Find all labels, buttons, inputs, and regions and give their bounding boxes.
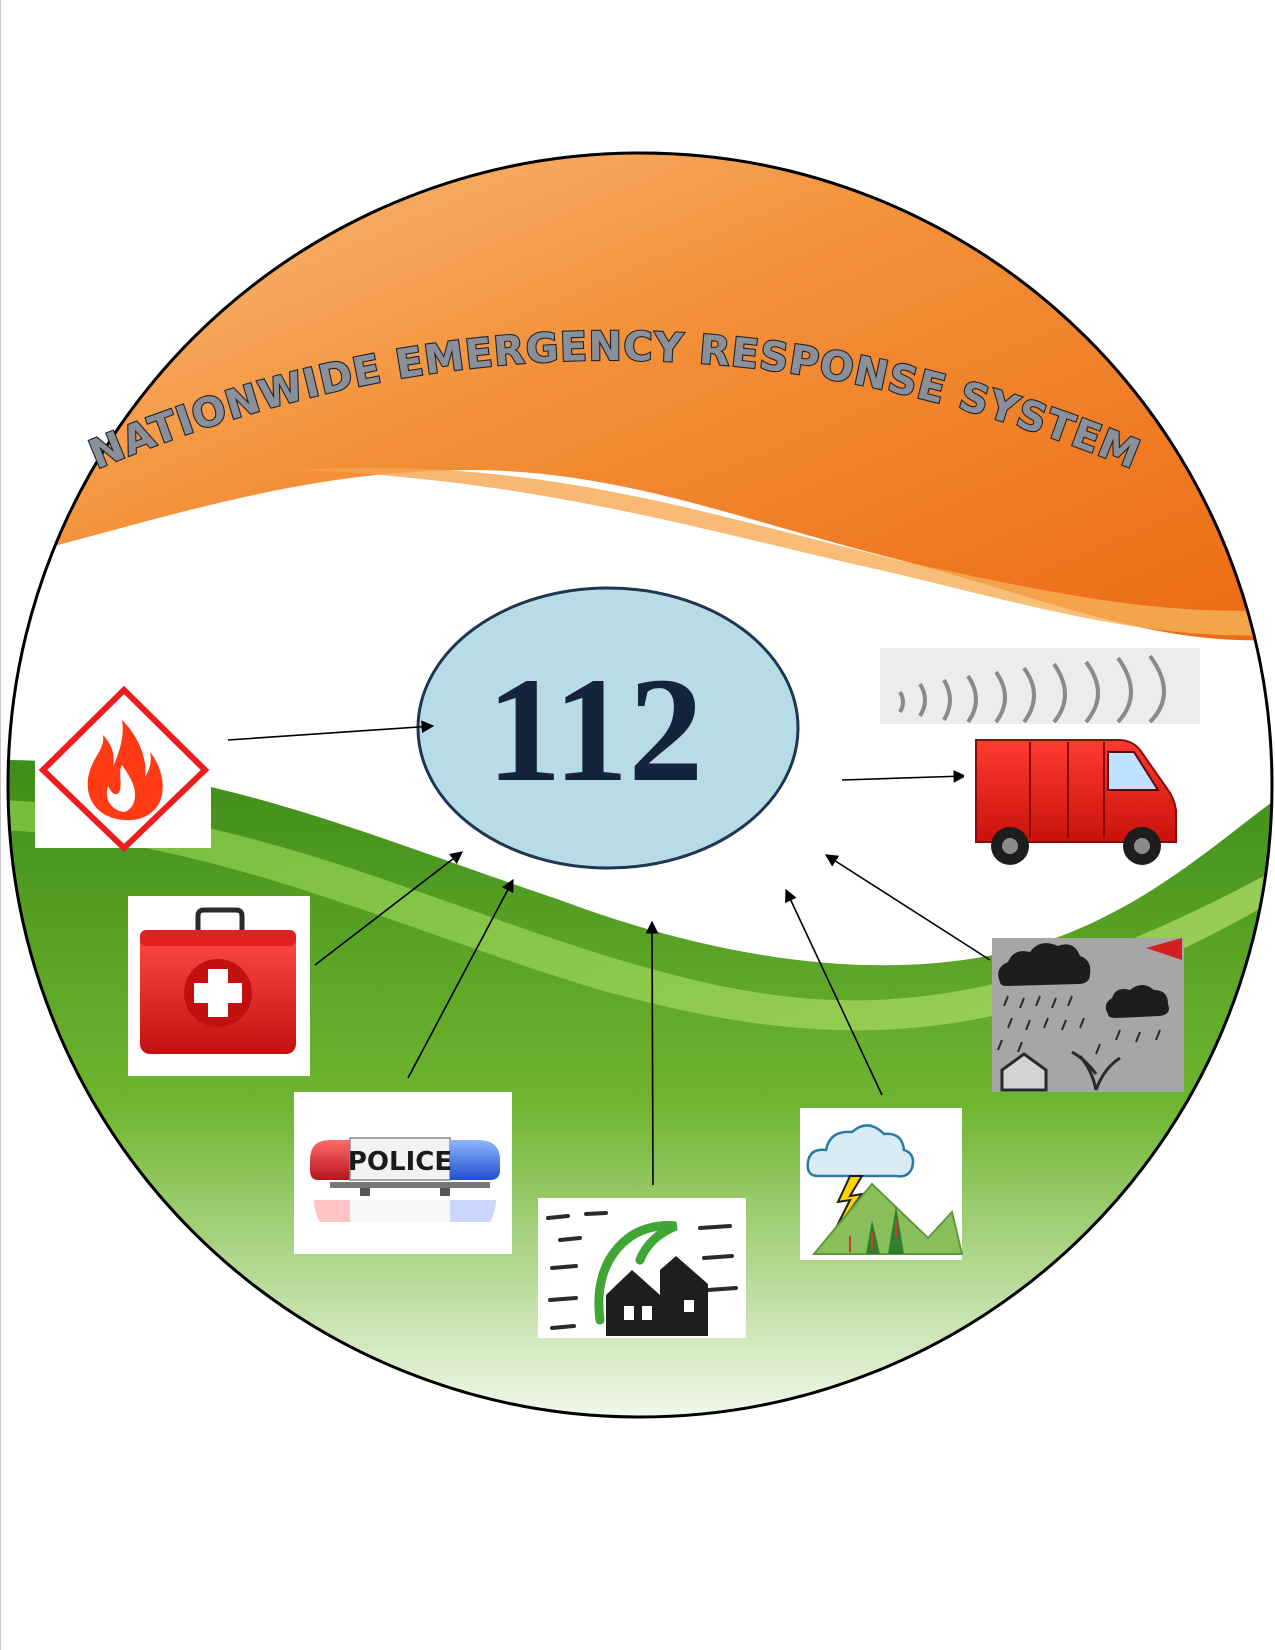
signal-waves-icon	[898, 654, 1166, 724]
arrow-storm	[785, 888, 883, 1096]
arrow-van	[841, 769, 967, 783]
response-van-icon	[880, 648, 1200, 868]
page-edge	[0, 0, 1, 1650]
hub-number: 112	[487, 647, 704, 813]
thunderstorm-mountain-icon	[800, 1108, 964, 1260]
police-label: POLICE	[348, 1147, 452, 1177]
heavy-rain-icon	[992, 938, 1184, 1092]
cyclone-house-icon	[538, 1198, 746, 1338]
first-aid-kit-icon	[128, 896, 310, 1076]
disc-outline	[6, 151, 1274, 1419]
green-wave	[8, 760, 1272, 1417]
arrow-medical	[314, 851, 464, 966]
fire-hazard-icon	[35, 685, 211, 853]
police-siren-icon: POLICE	[294, 1092, 512, 1254]
arrow-police	[407, 878, 514, 1079]
arrow-flood	[824, 854, 991, 961]
arrow-cyclone	[645, 920, 659, 1186]
connector-arrows	[227, 720, 991, 1186]
hub-112: 112	[416, 586, 800, 870]
arrow-fire	[227, 720, 435, 741]
police-reflection	[314, 1200, 496, 1222]
